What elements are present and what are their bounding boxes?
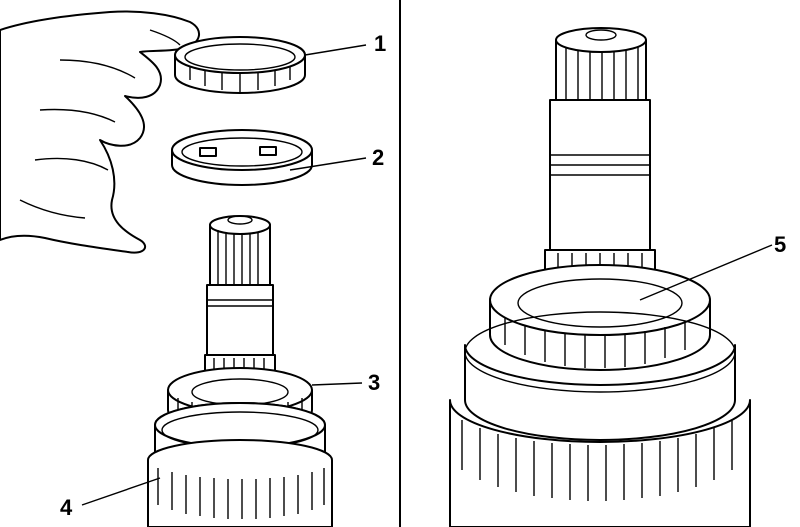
leader-line-2 xyxy=(289,157,367,171)
leader-line-5 xyxy=(639,244,773,301)
callout-2: 2 xyxy=(372,145,384,170)
leader-line-1 xyxy=(304,44,367,56)
synchronizer-ring-1 xyxy=(174,36,306,94)
callout-4: 4 xyxy=(60,495,73,520)
leader-line-3 xyxy=(311,382,363,386)
callout-1: 1 xyxy=(374,31,386,56)
left-panel: 1 2 3 4 xyxy=(0,10,386,527)
callout-5: 5 xyxy=(774,232,786,257)
leader-line-4 xyxy=(81,477,161,506)
gear-stack-right xyxy=(449,311,751,527)
right-panel: 5 xyxy=(449,27,786,527)
callout-3: 3 xyxy=(368,370,380,395)
hand-illustration xyxy=(0,10,200,254)
gear-4 xyxy=(147,402,333,527)
synchronizer-hub-right xyxy=(489,264,711,371)
thrust-ring-2 xyxy=(171,129,313,186)
